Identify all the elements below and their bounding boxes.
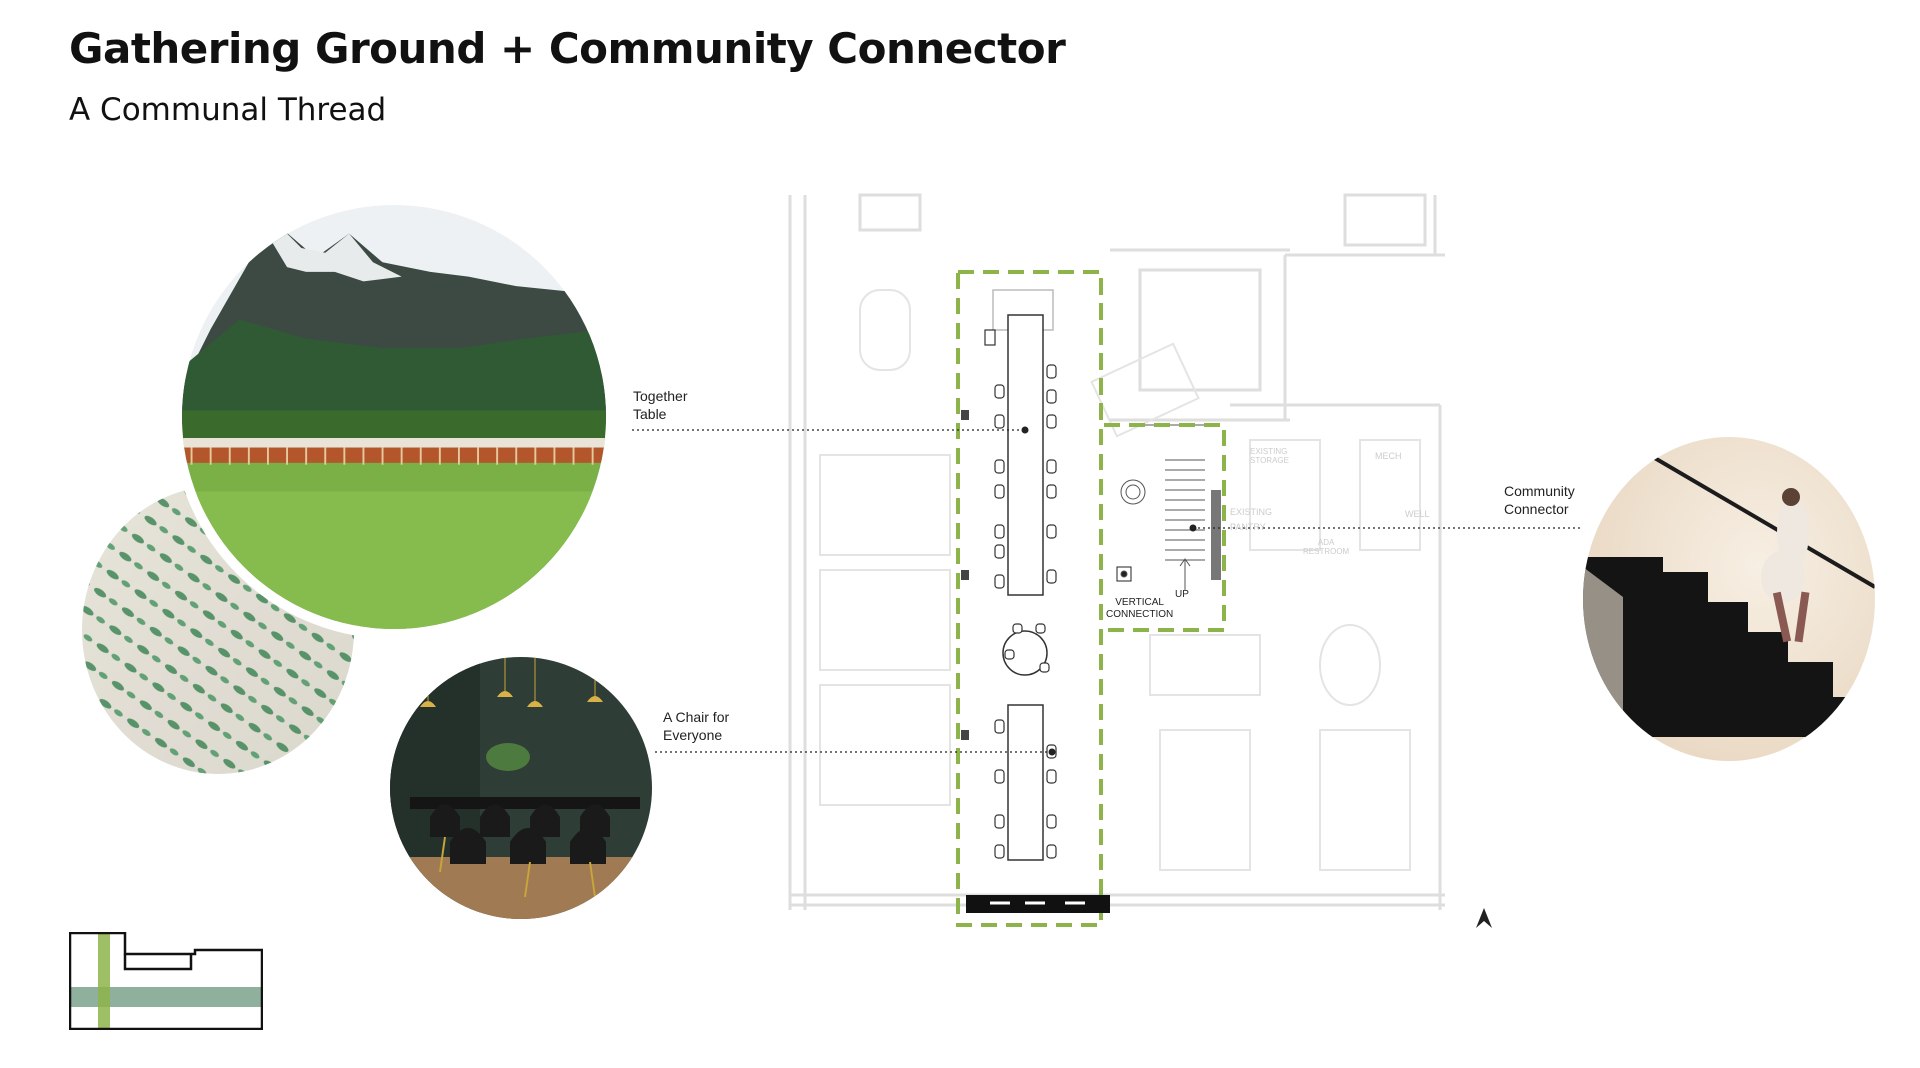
- plan-benches: [961, 410, 969, 740]
- communal-thread-zone: [956, 270, 1226, 927]
- stair-plan: [1116, 424, 1205, 590]
- page-title: Gathering Ground + Community Connector: [69, 24, 1066, 73]
- together-table-photo: [172, 195, 616, 639]
- together-table-chairs: [984, 329, 1057, 859]
- plan-walls: [788, 193, 1445, 910]
- plan-furniture: [819, 289, 1421, 871]
- page-subtitle: A Communal Thread: [69, 92, 387, 128]
- stair-up-label: UP: [1175, 589, 1189, 600]
- community-connector-photo: [1583, 437, 1875, 761]
- mech-label: MECH: [1375, 451, 1402, 461]
- north-arrow-icon: [1476, 908, 1492, 928]
- well-label: WELL: [1405, 509, 1430, 519]
- stair-rail: [1211, 490, 1221, 580]
- key-plan: [69, 932, 263, 1030]
- callout-leaders: [632, 429, 1582, 753]
- together-table-plan: [992, 289, 1054, 861]
- dining-room-photo: [390, 657, 652, 919]
- callout-dots: [1021, 426, 1197, 756]
